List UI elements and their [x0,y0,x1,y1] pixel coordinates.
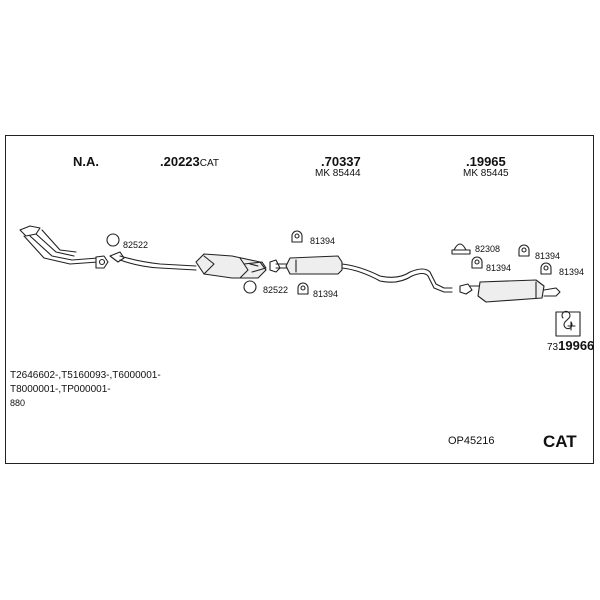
part-label-82522-bottom: 82522 [263,285,289,295]
catalyst-part-num: .20223 [160,154,200,169]
middle-silencer-mk: MK 85444 [315,168,361,179]
serial-range-line-2: T8000001-,TP000001- [10,384,111,395]
mounting-kit-icon [555,310,581,337]
diagram-frame [5,135,594,464]
part-label-81394-d: 81394 [535,251,561,261]
part-label-81394-e: 81394 [559,267,585,277]
clamp-81394-e [540,262,552,275]
engine-code: 880 [10,398,26,408]
part-label-81394-b: 81394 [313,289,339,299]
part-label-81394-c: 81394 [486,263,512,273]
rear-silencer [459,279,561,303]
kit-code-prefix: 73 [547,342,559,353]
clamp-81394-a [291,230,303,243]
na-label: N.A. [73,154,99,169]
part-label-81394-a: 81394 [310,236,336,246]
front-manifold-pipe [19,225,109,269]
serial-range-line-1: T2646602-,T5160093-,T6000001- [10,370,161,381]
rear-silencer-number: .19965 [466,154,506,169]
kit-code: 7319966 [547,339,594,353]
clamp-81394-c [471,256,483,269]
clamp-81394-b [297,282,309,295]
clamp-81394-d [518,244,530,257]
gasket-ring-82522-bottom [243,280,257,294]
gasket-ring-82522-top [106,233,120,247]
middle-silencer [269,255,453,293]
part-label-82522-top: 82522 [123,240,149,250]
cat-label: CAT [543,432,577,451]
catalyst-number: .20223CAT [160,155,219,169]
clamp-82308 [451,243,471,255]
middle-silencer-number: .70337 [321,154,361,169]
kit-code-main: 19966 [558,338,595,353]
part-label-82308: 82308 [475,244,501,254]
catalyst-suffix: CAT [199,158,220,169]
catalytic-converter [109,251,267,279]
rear-silencer-mk: MK 85445 [463,168,509,179]
set-code: OP45216 [448,435,495,447]
